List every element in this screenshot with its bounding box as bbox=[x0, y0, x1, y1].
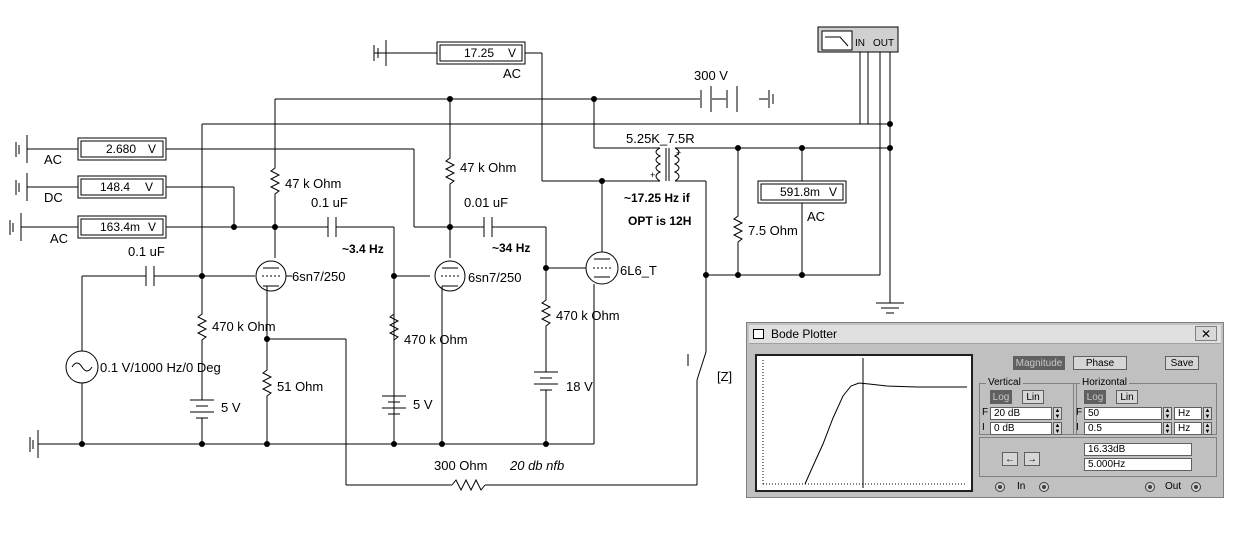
bat1-label: 5 V bbox=[221, 400, 241, 415]
bode-curve bbox=[762, 358, 967, 488]
in-terminal-plus[interactable] bbox=[1039, 482, 1049, 492]
r-fb-label: 300 Ohm bbox=[434, 458, 487, 473]
bode-plot-screen[interactable] bbox=[755, 354, 973, 492]
vertical-final-field[interactable]: 20 dB bbox=[990, 407, 1052, 420]
r-grid3-label: 470 k Ohm bbox=[556, 308, 620, 323]
voltmeter-out-mode: AC bbox=[503, 66, 521, 81]
bode-title-bar[interactable]: Bode Plotter ✕ bbox=[749, 325, 1221, 344]
voltmeter-1-value: 2.680 bbox=[106, 142, 136, 156]
voltmeter-3-mode: AC bbox=[50, 231, 68, 246]
horizontal-final-field[interactable]: 50 bbox=[1084, 407, 1162, 420]
out-terminal-plus[interactable] bbox=[1191, 482, 1201, 492]
magnitude-button[interactable]: Magnitude bbox=[1013, 356, 1065, 370]
readout-db: 16.33dB bbox=[1084, 443, 1192, 456]
c-input-label: 0.1 uF bbox=[128, 244, 165, 259]
save-button[interactable]: Save bbox=[1165, 356, 1199, 370]
horizontal-lin-button[interactable]: Lin bbox=[1116, 390, 1138, 404]
r-plate2-label: 47 k Ohm bbox=[460, 160, 516, 175]
r-plate1-label: 47 k Ohm bbox=[285, 176, 341, 191]
voltmeter-load-mode: AC bbox=[807, 209, 825, 224]
vertical-group: Vertical Log Lin F 20 dB ▲▼ I 0 dB ▲▼ bbox=[979, 377, 1077, 435]
supply-label: 300 V bbox=[694, 68, 728, 83]
readout-hz: 5.000Hz bbox=[1084, 458, 1192, 471]
r-load-label: 7.5 Ohm bbox=[748, 223, 798, 238]
readout-group: ← → 16.33dB 5.000Hz bbox=[979, 437, 1217, 477]
c-couple2-label: 0.01 uF bbox=[464, 195, 508, 210]
horizontal-final-spinner[interactable]: ▲▼ bbox=[1163, 407, 1172, 420]
in-terminal-minus[interactable] bbox=[995, 482, 1005, 492]
voltmeter-2-unit: V bbox=[145, 180, 153, 194]
r-grid1-label: 470 k Ohm bbox=[212, 319, 276, 334]
voltmeter-out-value: 17.25 bbox=[464, 46, 494, 60]
out-terminal-label: Out bbox=[1165, 481, 1182, 492]
horizontal-group: Horizontal Log Lin F 50 ▲▼ Hz ▲▼ I 0.5 ▲… bbox=[1073, 377, 1217, 435]
f-corner1-label: ~3.4 Hz bbox=[342, 242, 384, 256]
bode-window-icon bbox=[753, 329, 764, 339]
bat2-label: 5 V bbox=[413, 397, 433, 412]
opt-note-1: ~17.25 Hz if bbox=[624, 191, 691, 205]
bode-icon-in: IN bbox=[855, 38, 865, 49]
voltmeter-3-value: 163.4m bbox=[100, 220, 140, 234]
r-grid2-label: 470 k Ohm bbox=[404, 332, 468, 347]
horizontal-initial-field[interactable]: 0.5 bbox=[1084, 422, 1162, 435]
opt-note-2: OPT is 12H bbox=[628, 214, 691, 228]
in-terminal-label: In bbox=[1017, 481, 1026, 492]
horizontal-final-unit-spinner[interactable]: ▲▼ bbox=[1203, 407, 1212, 420]
vertical-initial-field[interactable]: 0 dB bbox=[990, 422, 1052, 435]
vertical-final-spinner[interactable]: ▲▼ bbox=[1053, 407, 1062, 420]
junctions bbox=[79, 96, 893, 447]
close-icon[interactable]: ✕ bbox=[1195, 326, 1217, 341]
c-couple1-label: 0.1 uF bbox=[311, 195, 348, 210]
cursor-right-arrow[interactable]: → bbox=[1024, 452, 1040, 466]
horizontal-initial-unit[interactable]: Hz bbox=[1174, 422, 1202, 435]
switch-key: [Z] bbox=[717, 369, 732, 384]
transformer-label: 5.25K_7.5R bbox=[626, 131, 695, 146]
vertical-initial-spinner[interactable]: ▲▼ bbox=[1053, 422, 1062, 435]
horizontal-initial-unit-spinner[interactable]: ▲▼ bbox=[1203, 422, 1212, 435]
vertical-lin-button[interactable]: Lin bbox=[1022, 390, 1044, 404]
svg-text:+: + bbox=[676, 148, 681, 158]
voltmeter-out-unit: V bbox=[508, 46, 516, 60]
horizontal-final-unit[interactable]: Hz bbox=[1174, 407, 1202, 420]
horizontal-initial-spinner[interactable]: ▲▼ bbox=[1163, 422, 1172, 435]
phase-button[interactable]: Phase bbox=[1073, 356, 1127, 370]
tube1-label: 6sn7/250 bbox=[292, 269, 346, 284]
voltmeter-1-unit: V bbox=[148, 142, 156, 156]
tube2-label: 6sn7/250 bbox=[468, 270, 522, 285]
f-corner2-label: ~34 Hz bbox=[492, 241, 530, 255]
voltmeter-3-unit: V bbox=[148, 220, 156, 234]
svg-text:+: + bbox=[650, 170, 655, 180]
bode-plotter-window: Bode Plotter ✕ Magnitude Phase Save Vert… bbox=[746, 322, 1224, 498]
vertical-log-button[interactable]: Log bbox=[990, 390, 1012, 404]
r-cathode-label: 51 Ohm bbox=[277, 379, 323, 394]
voltmeter-load-value: 591.8m bbox=[780, 185, 820, 199]
cursor-left-arrow[interactable]: ← bbox=[1002, 452, 1018, 466]
bode-icon-out: OUT bbox=[873, 38, 894, 49]
fb-note: 20 db nfb bbox=[509, 458, 564, 473]
bode-title: Bode Plotter bbox=[771, 327, 838, 341]
voltmeter-1-mode: AC bbox=[44, 152, 62, 167]
tube3-label: 6L6_T bbox=[620, 263, 657, 278]
source-label: 0.1 V/1000 Hz/0 Deg bbox=[100, 360, 221, 375]
voltmeter-2-value: 148.4 bbox=[100, 180, 130, 194]
voltmeter-2-mode: DC bbox=[44, 190, 63, 205]
horizontal-log-button[interactable]: Log bbox=[1084, 390, 1106, 404]
out-terminal-minus[interactable] bbox=[1145, 482, 1155, 492]
voltmeter-load-unit: V bbox=[829, 185, 837, 199]
bat3-label: 18 V bbox=[566, 379, 593, 394]
